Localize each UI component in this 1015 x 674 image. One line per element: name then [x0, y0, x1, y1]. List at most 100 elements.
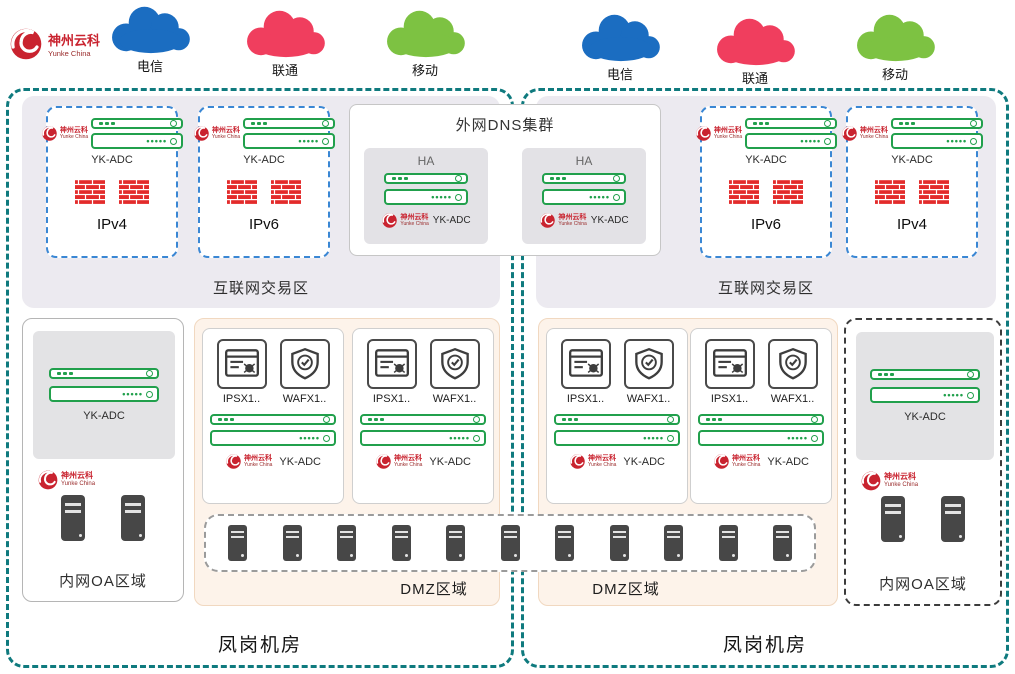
port-icon: [824, 137, 832, 145]
ips-icon: [712, 349, 747, 377]
port-icon: [967, 391, 974, 399]
dmz-zone-label: DMZ区域: [400, 581, 468, 598]
firewall-icon: [919, 179, 949, 205]
port-icon: [811, 434, 818, 442]
appliance-top: [542, 173, 626, 184]
firewall-icon: [271, 179, 301, 205]
oa-servers: [23, 495, 183, 541]
ha-label: HA: [417, 154, 435, 168]
isp-cloud-mobile-left: 移动: [370, 8, 480, 79]
ips-label: IPSX1..: [222, 393, 261, 405]
device-label: YK-ADC: [243, 154, 285, 166]
firewall-pair: [729, 179, 803, 205]
company-logo: 神州云科 Yunke China: [8, 26, 100, 62]
appliance-bottom: •••••: [91, 133, 184, 149]
ips-label: IPSX1..: [372, 393, 411, 405]
server-icon: [664, 525, 683, 561]
appliance-top: [384, 173, 468, 184]
cloud-label: 联通: [271, 63, 298, 78]
access-box-label: IPv4: [96, 216, 127, 233]
device-label: YK-ADC: [83, 410, 125, 422]
firewall-pair: [875, 179, 949, 205]
adc-appliance-stack: •••••: [91, 118, 184, 149]
cloud-icon: [247, 10, 325, 58]
datacenter-left: 凤岗机房: [6, 88, 514, 668]
internet-zone-label: 互联网交易区: [717, 280, 814, 297]
appliance-top: [870, 369, 980, 380]
firewall-icon: [875, 179, 905, 205]
port-icon: [322, 137, 330, 145]
waf-shield-icon: [440, 348, 469, 380]
device-label: YK-ADC: [279, 455, 321, 468]
cloud-icon: [717, 18, 795, 66]
device-label: YK-ADC: [745, 154, 787, 166]
ips-icon: [568, 349, 603, 377]
appliance-bottom: •••••: [49, 386, 159, 402]
firewall-icon: [773, 179, 803, 205]
dmz-zone-label: DMZ区域: [592, 581, 660, 598]
yunke-swirl-icon: [713, 453, 730, 470]
server-icon: [121, 495, 145, 541]
server-icon: [61, 495, 85, 541]
appliance-bottom: •••••: [210, 430, 336, 446]
ips-tile: [366, 339, 417, 389]
device-label: YK-ADC: [767, 455, 809, 468]
yunke-swirl-icon: [860, 470, 882, 492]
access-box-label: IPv6: [750, 216, 781, 233]
oa-zone-label: 内网OA区域: [59, 573, 147, 590]
adc-device-group: ••••• YK-ADC: [856, 332, 994, 460]
adc-appliance-stack: •••••: [243, 118, 336, 149]
port-icon: [170, 137, 178, 145]
waf-tile: [767, 339, 818, 389]
yunke-swirl-icon: [695, 125, 712, 142]
firewall-pair: [75, 179, 149, 205]
dmz-server-row: [204, 514, 816, 572]
server-icon: [773, 525, 792, 561]
port-icon: [322, 120, 330, 127]
datacenter-name: 凤岗机房: [722, 635, 807, 656]
device-label: YK-ADC: [91, 154, 133, 166]
ha-label: HA: [575, 154, 593, 168]
security-tiles: [366, 339, 480, 389]
access-box-label: IPv4: [896, 216, 927, 233]
yunke-swirl-icon: [539, 212, 556, 229]
appliance-bottom: •••••: [745, 133, 838, 149]
oa-zone-label: 内网OA区域: [879, 576, 967, 593]
appliance-bottom: •••••: [243, 133, 336, 149]
port-icon: [323, 434, 330, 442]
port-icon: [967, 371, 974, 378]
server-icon: [941, 496, 965, 542]
isp-cloud-telecom-right: 电信: [565, 12, 675, 83]
port-icon: [667, 416, 674, 423]
device-label: YK-ADC: [623, 455, 665, 468]
server-icon: [337, 525, 356, 561]
device-label: YK-ADC: [891, 154, 933, 166]
firewall-icon: [729, 179, 759, 205]
port-icon: [473, 434, 480, 442]
appliance-bottom: •••••: [384, 189, 468, 205]
firewall-icon: [119, 179, 149, 205]
appliance-top: [745, 118, 838, 129]
ips-tile: [216, 339, 267, 389]
appliance-top: [210, 414, 336, 425]
port-icon: [455, 175, 462, 182]
